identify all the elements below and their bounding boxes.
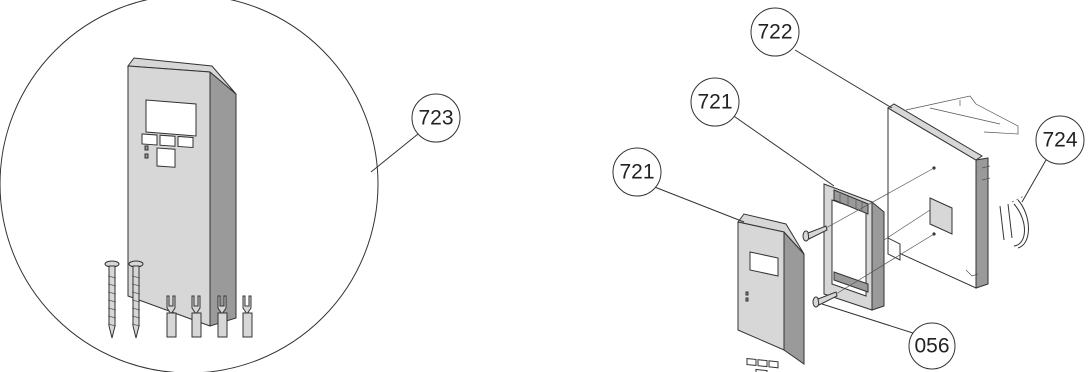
leader-056 — [821, 303, 917, 335]
detail-circle — [0, 0, 379, 372]
leader-724 — [1021, 159, 1047, 203]
screw-1 — [104, 260, 120, 339]
thermostat-frame — [823, 183, 885, 311]
explosion-lines — [825, 167, 935, 295]
leader-722 — [794, 49, 893, 109]
callout-721-back-label: 721 — [697, 91, 732, 114]
callout-724: 724 — [1035, 115, 1085, 165]
callout-056-label: 056 — [914, 335, 949, 358]
fork-terminal-1 — [166, 295, 177, 338]
screw-056-lower — [812, 291, 838, 308]
wire-clip — [999, 195, 1029, 249]
callout-724-label: 724 — [1042, 129, 1077, 152]
callout-723-label: 723 — [418, 107, 453, 130]
callout-721-back: 721 — [690, 77, 740, 127]
fork-terminal-4 — [242, 295, 253, 338]
screw-056-upper — [802, 225, 828, 242]
kit-contents-detail — [0, 0, 379, 372]
callout-722-label: 722 — [757, 21, 792, 44]
fork-terminal-2 — [191, 295, 202, 338]
screw-2 — [128, 260, 144, 339]
thermostat-kit-unit — [127, 57, 237, 327]
callout-722: 722 — [750, 7, 800, 57]
mounting-base-plate — [887, 95, 1019, 289]
callout-056: 056 — [908, 322, 956, 370]
fork-terminal-3 — [217, 295, 228, 338]
callout-723: 723 — [370, 93, 461, 173]
callout-721-front-label: 721 — [619, 161, 654, 184]
leader-721-back — [727, 111, 835, 187]
thermostat-cover — [737, 213, 805, 372]
leader-721-front — [651, 185, 745, 223]
callout-721-front: 721 — [612, 147, 662, 197]
